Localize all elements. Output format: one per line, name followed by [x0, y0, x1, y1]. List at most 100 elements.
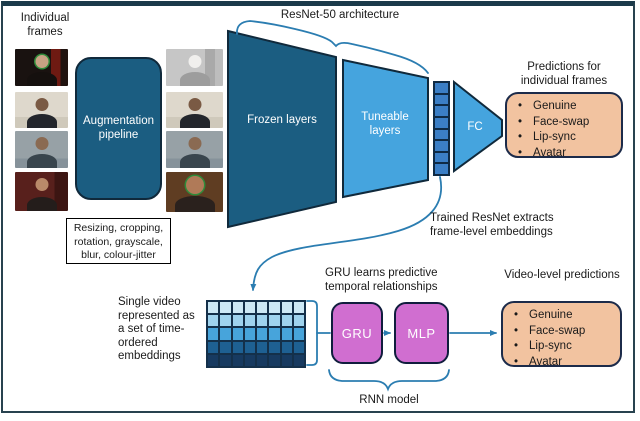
face-torso	[26, 197, 57, 211]
augmented-frame-3	[166, 131, 223, 168]
embedding-column-cell	[435, 83, 448, 93]
original-frame-3	[15, 131, 68, 168]
individual-frames-label: Individual frames	[20, 12, 70, 38]
face-torso	[179, 72, 210, 86]
augmented-frame-4	[166, 172, 223, 212]
video-prediction-item: Lip-sync	[503, 339, 618, 355]
gru-label: GRU	[341, 325, 373, 341]
face-head	[35, 98, 48, 111]
embedding-cell	[232, 354, 243, 366]
embedding-column-cell	[435, 141, 448, 151]
frame-prediction-item: Lip-sync	[507, 130, 619, 146]
embedding-cell	[232, 328, 243, 340]
embedding-cell	[281, 328, 292, 340]
embedding-cell	[208, 354, 219, 366]
face-head	[188, 98, 201, 111]
video-prediction-item: Genuine	[503, 308, 618, 324]
augmented-frame-2	[166, 92, 223, 128]
embedding-cell	[293, 315, 304, 327]
embedding-column-cell	[435, 129, 448, 140]
embedding-column-cell	[435, 106, 448, 116]
embedding-cell	[257, 341, 268, 353]
embedding-cell	[293, 328, 304, 340]
embedding-grid	[206, 300, 306, 368]
face-torso	[26, 114, 57, 128]
embedding-cell	[244, 302, 255, 314]
trained-resnet-note: Trained ResNet extracts frame-level embe…	[430, 212, 554, 238]
embedding-cell	[244, 341, 255, 353]
frame-predictions-box: Genuine Face-swap Lip-sync Avatar	[505, 92, 623, 161]
embedding-cell	[232, 302, 243, 314]
embedding-cell	[257, 354, 268, 366]
frame-prediction-item: Avatar	[507, 146, 619, 162]
embedding-cell	[220, 302, 231, 314]
embedding-cell	[269, 302, 280, 314]
embedding-cell	[220, 315, 231, 327]
embedding-cell	[208, 315, 219, 327]
mlp-box: MLP	[394, 302, 449, 364]
fc-label: FC	[467, 121, 483, 133]
face-head	[35, 178, 48, 191]
frame-prediction-item: Face-swap	[507, 115, 619, 131]
embedding-cell	[244, 354, 255, 366]
augmented-frame-1	[166, 49, 223, 86]
single-video-note: Single video represented as a set of tim…	[118, 296, 195, 362]
embedding-cell	[281, 302, 292, 314]
embedding-cell	[257, 315, 268, 327]
face-torso	[174, 196, 215, 212]
face-head	[185, 176, 204, 194]
embedding-cell	[293, 302, 304, 314]
mlp-label: MLP	[407, 325, 436, 341]
embedding-cell	[293, 354, 304, 366]
video-prediction-item: Avatar	[503, 355, 618, 371]
gru-note: GRU learns predictive temporal relations…	[325, 267, 438, 293]
face-torso	[26, 72, 57, 86]
face-torso	[26, 154, 57, 168]
video-prediction-item: Face-swap	[503, 324, 618, 340]
embedding-column-cell	[435, 152, 448, 163]
augmentation-pipeline-label: Augmentation pipeline	[83, 115, 154, 141]
original-frame-4	[15, 172, 68, 211]
embedding-cell	[208, 328, 219, 340]
frame-predictions-list: Genuine Face-swap Lip-sync Avatar	[507, 94, 621, 161]
frozen-layers-label: Frozen layers	[247, 114, 317, 126]
face-head	[188, 55, 201, 68]
embedding-cell	[257, 302, 268, 314]
embedding-column-cell	[435, 117, 448, 128]
face-torso	[179, 154, 210, 168]
embedding-column-cell	[435, 164, 448, 174]
frame-embedding-column	[433, 81, 450, 176]
frame-prediction-item: Genuine	[507, 99, 619, 115]
frame-predictions-title: Predictions for individual frames	[520, 61, 608, 87]
embedding-column-cell	[435, 94, 448, 105]
embedding-cell	[269, 341, 280, 353]
face-head	[35, 55, 48, 68]
augmentation-pipeline-box: Augmentation pipeline	[75, 57, 162, 200]
embedding-cell	[293, 341, 304, 353]
augmentation-details-box: Resizing, cropping, rotation, grayscale,…	[66, 218, 171, 264]
embedding-cell	[281, 315, 292, 327]
video-predictions-title: Video-level predictions	[504, 269, 620, 281]
embedding-cell	[232, 315, 243, 327]
embedding-cell	[257, 328, 268, 340]
rnn-model-label: RNN model	[359, 394, 419, 406]
original-frame-2	[15, 92, 68, 128]
embedding-cell	[269, 354, 280, 366]
video-predictions-box: Genuine Face-swap Lip-sync Avatar	[501, 301, 622, 370]
embedding-cell	[208, 341, 219, 353]
embedding-cell	[220, 328, 231, 340]
augmentation-details-text: Resizing, cropping, rotation, grayscale,…	[73, 222, 164, 261]
video-predictions-list: Genuine Face-swap Lip-sync Avatar	[503, 303, 620, 370]
face-head	[188, 137, 201, 150]
embedding-cell	[281, 341, 292, 353]
original-frame-1	[15, 49, 68, 86]
embedding-cell	[220, 354, 231, 366]
gru-box: GRU	[331, 302, 383, 364]
embedding-cell	[244, 328, 255, 340]
embedding-cell	[244, 315, 255, 327]
embedding-cell	[220, 341, 231, 353]
figure-border	[1, 1, 635, 413]
embedding-cell	[269, 315, 280, 327]
face-torso	[179, 114, 210, 128]
